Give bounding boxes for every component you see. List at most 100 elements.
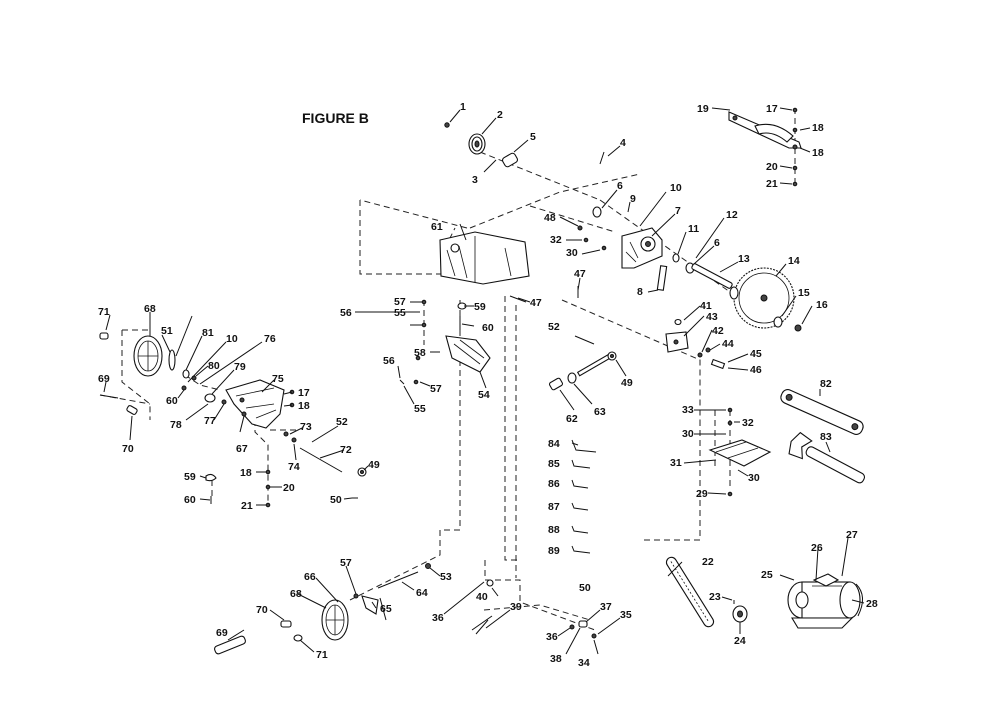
part-label: 67 [236,443,248,455]
part-label: 78 [170,419,182,431]
part-label: 36 [546,631,558,643]
part-label: 24 [734,635,746,647]
part-label: 66 [304,571,316,583]
part-label: 7 [675,205,681,217]
part-label: 86 [548,478,560,490]
part-label: 27 [846,529,858,541]
part-label: 30 [566,247,578,259]
part-label: 69 [98,373,110,385]
part-label: 22 [702,556,714,568]
part-label: 42 [712,325,724,337]
part-label: 48 [544,212,556,224]
part-label: 68 [290,588,302,600]
part-label: 50 [330,494,342,506]
part-label: 32 [550,234,562,246]
part-label: 87 [548,501,560,513]
part-label: 18 [240,467,252,479]
part-label: 57 [430,383,442,395]
part-label: 75 [272,373,284,385]
part-label: 15 [798,287,810,299]
part-label: 9 [630,193,636,205]
part-label: 68 [144,303,156,315]
part-label: 74 [288,461,300,473]
part-label: 49 [368,459,380,471]
part-label: 43 [706,311,718,323]
part-label: 20 [283,482,295,494]
part-label: 57 [340,557,352,569]
part-label: 55 [394,307,406,319]
part-label: 52 [336,416,348,428]
part-label: 14 [788,255,800,267]
part-label: 57 [394,296,406,308]
part-label: 44 [722,338,734,350]
part-label: 41 [700,300,712,312]
part-label: 88 [548,524,560,536]
part-label: 47 [574,268,586,280]
part-label: 26 [811,542,823,554]
handwheel-bottom-icon [321,599,349,641]
hex-keys [571,439,597,554]
part-label: 82 [820,378,832,390]
part-label: 36 [432,612,444,624]
part-labels: 1 2 3 4 5 6 6 7 8 9 10 10 11 12 13 14 15… [98,101,878,669]
handwheel-icon [133,335,163,377]
part-label: 23 [709,591,721,603]
part-label: 45 [750,348,762,360]
part-label: 28 [866,598,878,610]
part-label: 18 [812,122,824,134]
part-label: 81 [202,327,214,339]
part-label: 19 [697,103,709,115]
part-label: 71 [316,649,328,661]
part-label: 29 [696,488,708,500]
part-label: 6 [617,180,623,192]
part-label: 59 [474,301,486,313]
part-label: 20 [766,161,778,173]
part-label: 21 [766,178,778,190]
part-label: 70 [256,604,268,616]
part-label: 10 [670,182,682,194]
part-label: 60 [166,395,178,407]
part-label: 83 [820,431,832,443]
part-label: 73 [300,421,312,433]
part-label: 33 [682,404,694,416]
part-label: 34 [578,657,590,669]
part-label: 32 [742,417,754,429]
part-label: 12 [726,209,738,221]
part-label: 39 [510,601,522,613]
part-label: 4 [620,137,626,149]
part-label: 1 [460,101,466,113]
part-label: 35 [620,609,632,621]
part-label: 55 [414,403,426,415]
part-label: 71 [98,306,110,318]
part-label: 10 [226,333,238,345]
part-label: 52 [548,321,560,333]
part-label: 84 [548,438,560,450]
part-label: 2 [497,109,503,121]
part-label: 62 [566,413,578,425]
part-label: 50 [579,582,591,594]
motor-icon [787,573,863,629]
part-label: 18 [298,400,310,412]
part-label: 69 [216,627,228,639]
part-label: 38 [550,653,562,665]
part-label: 25 [761,569,773,581]
part-label: 60 [482,322,494,334]
part-label: 56 [383,355,395,367]
part-label: 64 [416,587,428,599]
figure-title: FIGURE B [302,110,369,126]
part-label: 61 [431,221,443,233]
part-label: 76 [264,333,276,345]
part-label: 31 [670,457,682,469]
part-label: 8 [637,286,643,298]
part-label: 18 [812,147,824,159]
saw-blade-icon [733,267,795,329]
part-label: 79 [234,361,246,373]
part-label: 60 [184,494,196,506]
leader-lines [103,107,865,655]
part-label: 58 [414,347,426,359]
part-label: 17 [298,387,310,399]
part-label: 72 [340,444,352,456]
part-label: 53 [440,571,452,583]
part-label: 80 [208,360,220,372]
